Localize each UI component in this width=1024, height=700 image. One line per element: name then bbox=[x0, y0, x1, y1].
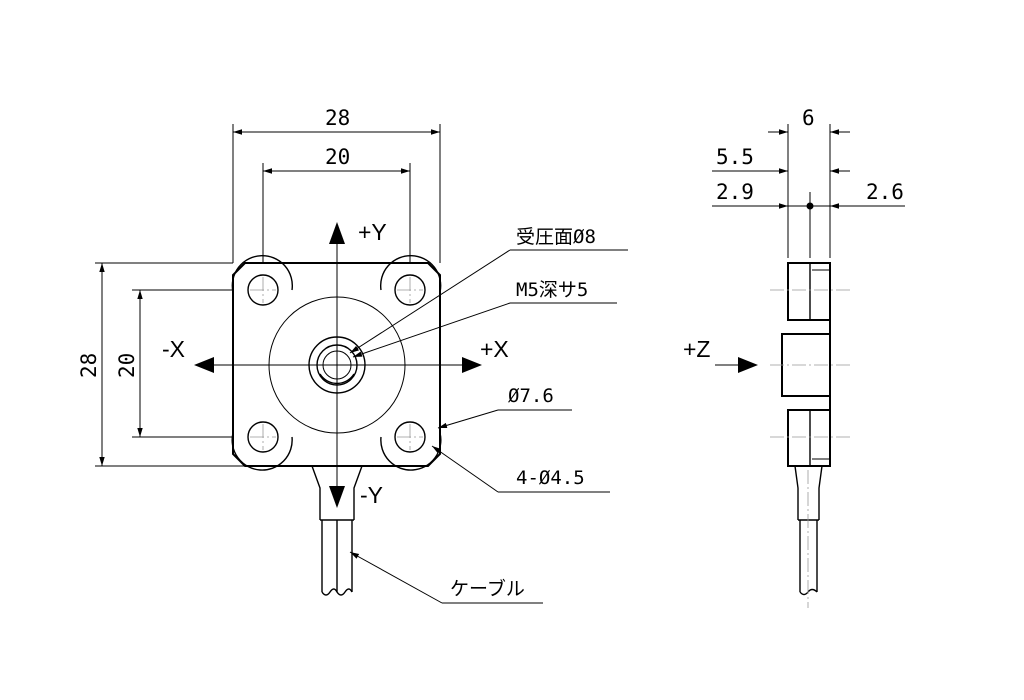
dim-thickness: 6 bbox=[802, 106, 815, 130]
sensor-body-outline bbox=[232, 262, 441, 467]
mounting-hole-bottom-left bbox=[231, 421, 293, 471]
dim-width-holes: 20 bbox=[325, 145, 350, 169]
dim-2-6: 2.6 bbox=[866, 180, 904, 204]
callout-thread: M5深サ5 bbox=[516, 279, 588, 301]
dim-height-holes: 20 bbox=[115, 353, 139, 378]
axis-label-plus-y: +Y bbox=[358, 219, 387, 245]
front-view: +Y -Y -X +X 28 20 28 20 受圧面Ø8 M5深サ5 bbox=[77, 106, 628, 604]
side-body-lower bbox=[787, 409, 831, 467]
dim-2-9: 2.9 bbox=[716, 180, 754, 204]
side-view: +Z 6 5.5 2.9 2.6 bbox=[683, 106, 905, 608]
dim-width-overall: 28 bbox=[325, 106, 350, 130]
axis-label-minus-y: -Y bbox=[360, 482, 383, 508]
mounting-hole-top-left bbox=[231, 254, 294, 306]
arrow-minus-x bbox=[194, 357, 214, 373]
callout-pressure-face: 受圧面Ø8 bbox=[516, 226, 596, 248]
axis-label-minus-x: -X bbox=[162, 336, 185, 362]
callout-cable: ケーブル bbox=[450, 577, 525, 600]
arrow-minus-y bbox=[329, 486, 345, 508]
arrow-plus-z bbox=[738, 357, 758, 373]
axis-label-plus-z: +Z bbox=[683, 336, 710, 362]
callout-holes: 4-Ø4.5 bbox=[516, 467, 585, 489]
axis-label-plus-x: +X bbox=[480, 336, 509, 362]
arrow-plus-x bbox=[462, 357, 482, 373]
dim-5-5: 5.5 bbox=[716, 145, 754, 169]
axis-lines bbox=[194, 222, 482, 508]
mounting-hole-top-right bbox=[379, 254, 442, 306]
side-body-upper bbox=[787, 262, 831, 321]
arrow-plus-y bbox=[329, 222, 345, 244]
callout-diameter: Ø7.6 bbox=[508, 385, 554, 407]
dim-height-overall: 28 bbox=[77, 353, 101, 378]
reference-point bbox=[806, 202, 814, 210]
